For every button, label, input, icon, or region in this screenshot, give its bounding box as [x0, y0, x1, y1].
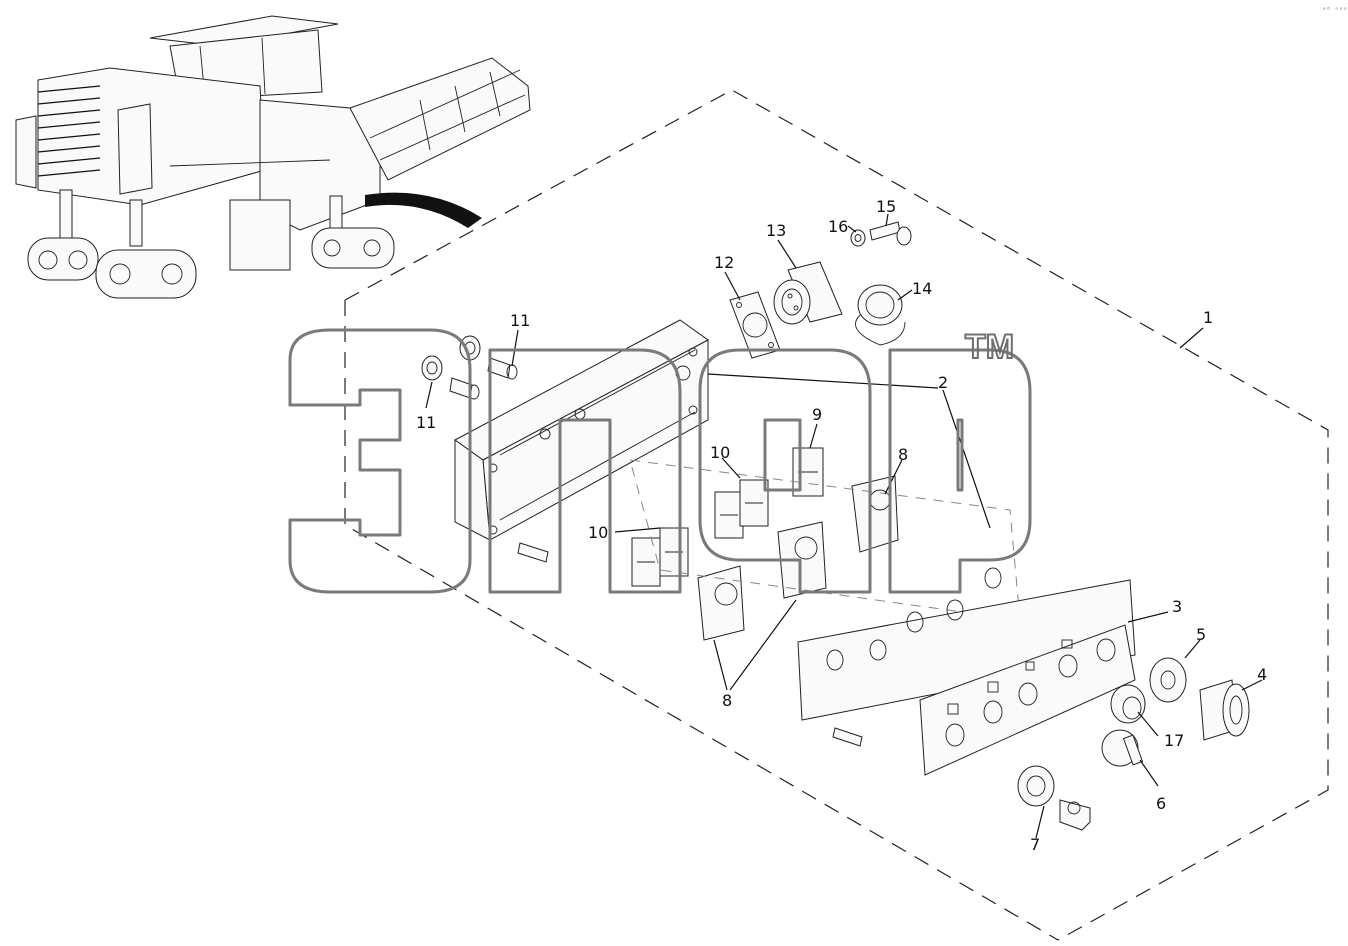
track-rear — [311, 227, 395, 269]
callout-10-upper: 10 — [710, 443, 730, 462]
callout-10-lower: 10 — [588, 523, 608, 542]
callout-11-lower: 11 — [416, 413, 436, 432]
key-switch — [1017, 765, 1091, 831]
protective-cap — [855, 284, 906, 346]
selector-switch — [1101, 729, 1144, 767]
callout-8-upper: 8 — [898, 445, 908, 464]
indicator-light — [1110, 684, 1146, 724]
callout-4: 4 — [1257, 665, 1267, 684]
flange-plate — [729, 291, 781, 359]
mushroom-pushbutton — [1199, 679, 1250, 741]
cable-gland-nut-bottom — [421, 355, 443, 381]
mounting-adapter-lower — [697, 565, 745, 641]
watermark-tm: TM — [965, 328, 1014, 366]
contact-block-group-lower — [631, 527, 689, 587]
callout-7: 7 — [1030, 835, 1040, 854]
callout-12: 12 — [714, 253, 734, 272]
enclosure-box — [454, 319, 709, 563]
callout-11-upper: 11 — [510, 311, 530, 330]
callout-15: 15 — [876, 197, 896, 216]
callout-14: 14 — [912, 279, 932, 298]
callout-6: 6 — [1156, 794, 1166, 813]
front-label-plate — [919, 624, 1136, 776]
contact-block-group-upper — [714, 479, 769, 539]
washer — [850, 229, 866, 247]
screw — [869, 221, 912, 246]
callout-16: 16 — [828, 217, 848, 236]
engine-grille — [37, 85, 101, 177]
callout-9: 9 — [812, 405, 822, 424]
callout-13: 13 — [766, 221, 786, 240]
callout-1: 1 — [1203, 308, 1213, 327]
track-front-left — [27, 237, 99, 281]
panel-back-plate — [797, 567, 1136, 747]
leader-lines — [425, 213, 1263, 839]
callout-8-lower: 8 — [722, 691, 732, 710]
cable-gland-bottom — [449, 377, 480, 400]
mounting-adapter-middle — [777, 521, 827, 599]
callout-17: 17 — [1164, 731, 1184, 750]
callout-2: 2 — [938, 373, 948, 392]
corner-code: ᵃ⁰ ᵒᵒᵒ — [1322, 6, 1347, 14]
part-callouts: 1 2 3 4 5 6 7 8 8 9 10 10 11 11 12 13 14… — [416, 197, 1267, 854]
callout-3: 3 — [1172, 597, 1182, 616]
machine-overview — [15, 15, 531, 299]
sealing-ring — [1149, 657, 1187, 703]
callout-5: 5 — [1196, 625, 1206, 644]
connector-socket — [773, 261, 843, 325]
track-front-right — [95, 249, 197, 299]
exploded-view-boundary — [344, 89, 1329, 941]
contact-block-single — [792, 447, 824, 497]
watermark-logo: TM — [288, 327, 1032, 594]
